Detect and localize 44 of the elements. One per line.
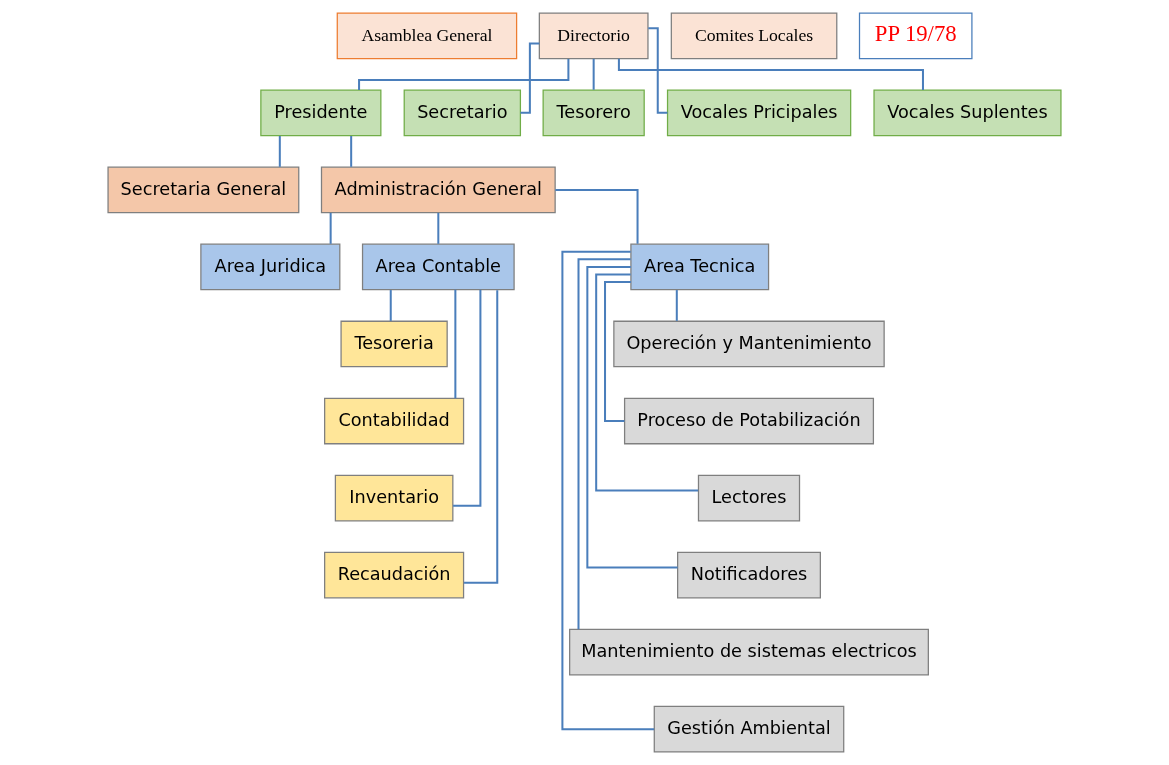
node-box: Secretaria General	[107, 166, 300, 214]
node-box: PP 19/78	[858, 12, 973, 60]
connector	[577, 258, 631, 630]
node-box: Inventario	[334, 474, 454, 522]
node-box: Vocales Suplentes	[873, 89, 1062, 137]
node-box: Recaudación	[324, 551, 465, 599]
node-box: Notificadores	[677, 551, 821, 599]
node-box: Secretario	[403, 89, 522, 137]
connector	[454, 289, 457, 399]
node-box: Comites Locales	[670, 12, 838, 60]
connector	[648, 27, 668, 114]
connector	[520, 42, 540, 114]
node-box: Asamblea General	[336, 12, 518, 60]
node-box: Area Juridica	[200, 243, 341, 291]
node-box: Vocales Pricipales	[666, 89, 852, 137]
node-box: Tesorero	[542, 89, 645, 137]
node-box: Lectores	[697, 474, 801, 522]
node-box: Area Contable	[361, 243, 515, 291]
connector	[586, 265, 678, 569]
node-box: Administración General	[320, 166, 556, 214]
connector	[437, 213, 440, 244]
connector	[592, 58, 595, 90]
node-box: Contabilidad	[324, 397, 465, 445]
node-box: Opereción y Mantenimiento	[613, 320, 885, 368]
connector	[358, 58, 570, 91]
connector	[675, 290, 678, 321]
connector	[350, 135, 353, 167]
node-box: Mantenimiento de sistemas electricos	[569, 628, 929, 676]
node-box: Directorio	[538, 12, 649, 60]
node-box: Gestión Ambiental	[653, 705, 845, 753]
connector	[617, 58, 924, 90]
connector	[464, 290, 499, 584]
connector	[278, 135, 281, 167]
connector	[561, 250, 655, 731]
node-box: Area Tecnica	[630, 243, 770, 291]
connector	[604, 281, 631, 423]
node-box: Proceso de Potabilización	[623, 397, 875, 445]
connector	[389, 290, 392, 321]
connector	[329, 213, 332, 244]
connector	[555, 188, 639, 244]
node-box: Tesoreria	[340, 320, 448, 368]
connector	[453, 289, 482, 507]
connector	[595, 273, 699, 492]
node-box: Presidente	[260, 89, 382, 137]
